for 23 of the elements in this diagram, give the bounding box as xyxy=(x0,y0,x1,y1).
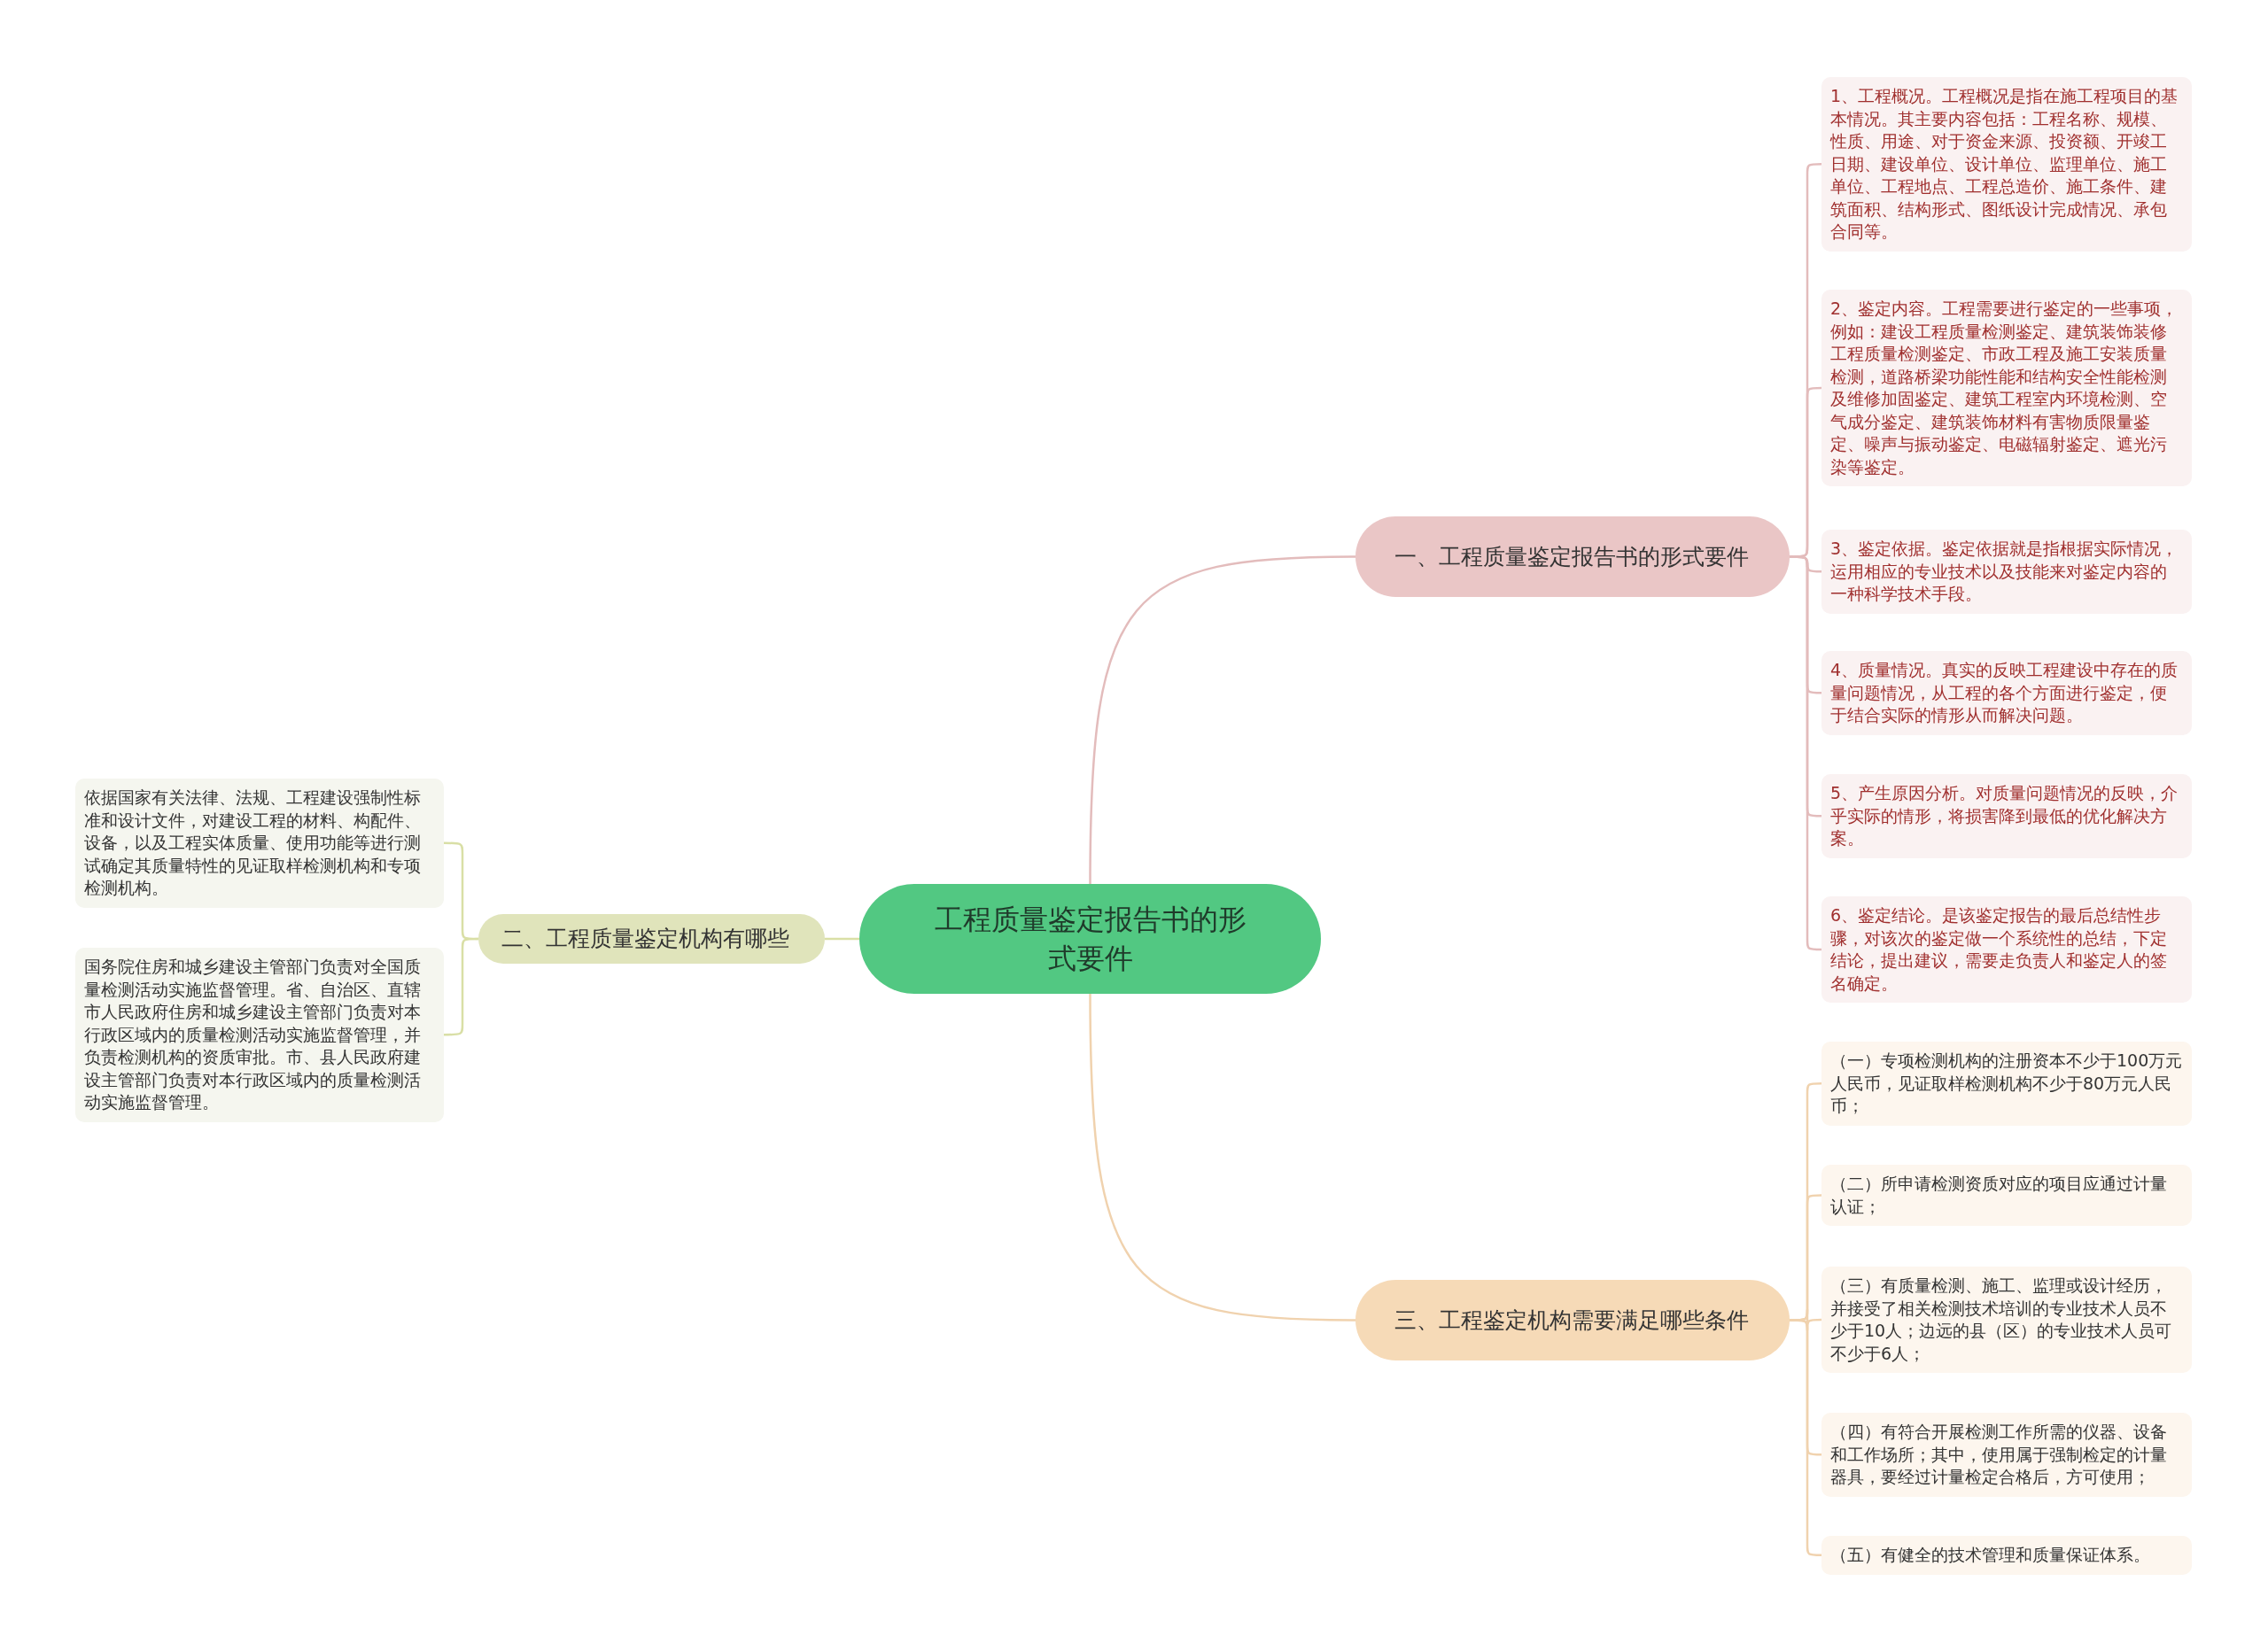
text-card: （五）有健全的技术管理和质量保证体系。 xyxy=(1821,1536,2192,1575)
branch-topic: 二、工程质量鉴定机构有哪些 xyxy=(478,914,825,964)
connector-line xyxy=(444,937,478,1036)
connector-line xyxy=(1790,1319,1821,1556)
connector-line xyxy=(1089,555,1356,884)
text-card: （四）有符合开展检测工作所需的仪器、设备和工作场所；其中，使用属于强制检定的计量器具，要经过计量检定合格后，方可使用； xyxy=(1821,1413,2192,1497)
text-card: 依据国家有关法律、法规、工程建设强制性标准和设计文件，对建设工程的材料、构配件、设备，以及工程实体质量、使用功能等进行测试确定其质量特性的见证取样检测机构和专项检测机构。 xyxy=(75,779,444,908)
branch-topic: 一、工程质量鉴定报告书的形式要件 xyxy=(1355,516,1790,597)
text-card: 6、鉴定结论。是该鉴定报告的最后总结性步骤，对该次的鉴定做一个系统性的总结，下定结论，提出建议，需要走负责人和鉴定人的签名确定。 xyxy=(1821,896,2192,1003)
text-card: 3、鉴定依据。鉴定依据就是指根据实际情况，运用相应的专业技术以及技能来对鉴定内容的一种科学技术手段。 xyxy=(1821,530,2192,614)
text-card: 5、产生原因分析。对质量问题情况的反映，介乎实际的情形，将损害降到最低的优化解决方案。 xyxy=(1821,774,2192,858)
connector-line xyxy=(825,937,859,941)
text-card: 2、鉴定内容。工程需要进行鉴定的一些事项，例如：建设工程质量检测鉴定、建筑装饰装修工程质量检测鉴定、市政工程及施工安装质量检测，道路桥梁功能性能和结构安全性能检测及维修加固鉴定、建筑工程室内环境检测、空气成分鉴定、建筑装饰材料有害物质限量鉴定、噪声与振动鉴定、电磁辐射鉴定、遮光污染等鉴定。 xyxy=(1821,290,2192,486)
text-card: （二）所申请检测资质对应的项目应通过计量认证； xyxy=(1821,1165,2192,1226)
connector-line xyxy=(1089,994,1356,1322)
central-topic: 工程质量鉴定报告书的形式要件 xyxy=(859,884,1321,994)
connector-line xyxy=(1790,555,1821,951)
text-card: （三）有质量检测、施工、监理或设计经历，并接受了相关检测技术培训的专业技术人员不少于10人；边远的县（区）的专业技术人员可不少于6人； xyxy=(1821,1267,2192,1373)
branch-topic: 三、工程鉴定机构需要满足哪些条件 xyxy=(1355,1280,1790,1360)
text-card: 4、质量情况。真实的反映工程建设中存在的质量问题情况，从工程的各个方面进行鉴定，便于结合实际的情形从而解决问题。 xyxy=(1821,651,2192,735)
text-card: 国务院住房和城乡建设主管部门负责对全国质量检测活动实施监督管理。省、自治区、直辖市人民政府住房和城乡建设主管部门负责对本行政区域内的质量检测活动实施监督管理，并负责检测机构的资质审批。市、县人民政府建设主管部门负责对本行政区域内的质量检测活动实施监督管理。 xyxy=(75,948,444,1122)
text-card: （一）专项检测机构的注册资本不少于100万元人民币，见证取样检测机构不少于80万元人民币； xyxy=(1821,1042,2192,1126)
text-card: 1、工程概况。工程概况是指在施工程项目的基本情况。其主要内容包括：工程名称、规模、性质、用途、对于资金来源、投资额、开竣工日期、建设单位、设计单位、监理单位、施工单位、工程地点、工程总造价、施工条件、建筑面积、结构形式、图纸设计完成情况、承包合同等。 xyxy=(1821,77,2192,252)
